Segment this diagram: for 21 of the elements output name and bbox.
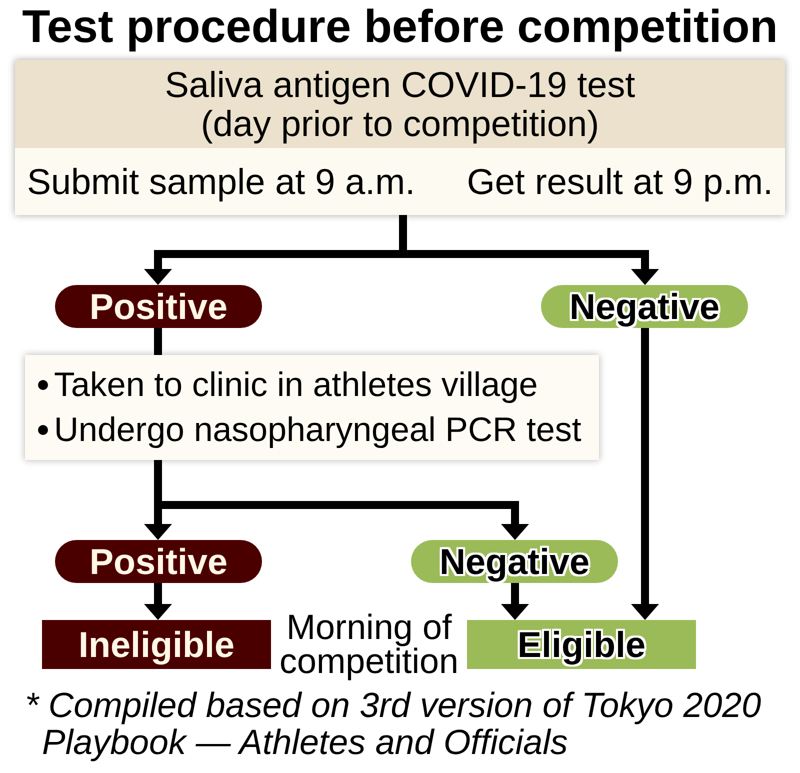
connector-line: [154, 328, 162, 355]
arrow: [144, 583, 172, 620]
test-info-card: [15, 60, 785, 215]
arrow: [631, 328, 659, 620]
action-text: Undergo nasopharyngeal PCR test: [54, 410, 582, 450]
result-pill: Negative: [541, 285, 748, 328]
result-pill: Positive: [55, 285, 262, 328]
diagram-title: Test procedure before competition: [21, 1, 779, 51]
outcome-banner: Eligible: [467, 620, 696, 669]
test-name: Saliva antigen COVID-19 test: [164, 65, 636, 104]
test-timing: (day prior to competition): [200, 104, 600, 143]
result-pill: Negative: [411, 540, 618, 583]
arrow: [501, 583, 529, 620]
schedule-step: Submit sample at 9 a.m.: [27, 162, 416, 202]
action-text: Taken to clinic in athletes village: [54, 364, 538, 406]
schedule-step: Get result at 9 p.m.: [466, 162, 773, 202]
result-pill: Positive: [55, 540, 262, 583]
source-note: * Compiled based on 3rd version of Tokyo 2020 Playbook — Athletes and Officials: [25, 687, 762, 761]
timing-note: Morning of competition: [278, 611, 460, 679]
action-box: [25, 355, 599, 460]
outcome-banner: Ineligible: [42, 620, 271, 669]
